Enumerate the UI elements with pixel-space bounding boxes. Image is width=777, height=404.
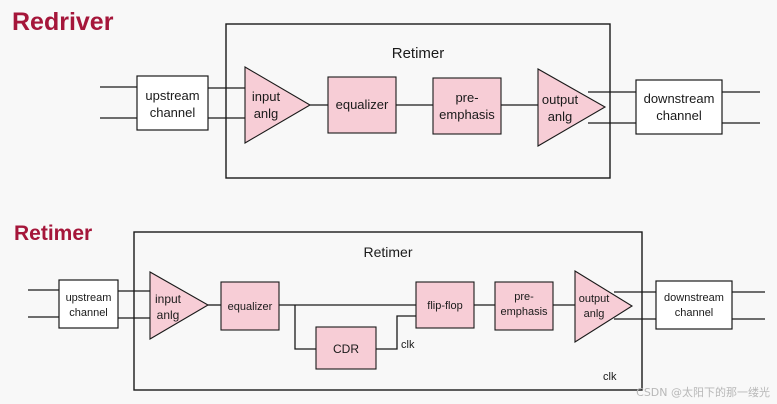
equalizer-block: [327, 76, 397, 134]
input-anlg-amplifier: [244, 66, 312, 144]
retimer-frame: [133, 231, 643, 391]
r-equalizer-block: [220, 281, 280, 331]
downstream-channel-label-line2: channel: [656, 108, 702, 123]
r-equalizer-to-cdr-wire: [294, 305, 316, 350]
upstream-channel-label-line2: channel: [150, 105, 196, 120]
retimer-diagram: Retimer upstream channel input anlg equa…: [28, 231, 765, 391]
r-input-anlg-label-line2: anlg: [157, 308, 180, 322]
input-anlg-label-line1: input: [252, 89, 281, 104]
redriver-section-title: Redriver: [12, 8, 114, 36]
r-downstream-channel-label-line1: downstream: [664, 292, 724, 304]
redriver-frame-title: Retimer: [392, 45, 445, 62]
r-output-anlg-amplifier: [574, 270, 634, 343]
upstream-channel-block: [136, 75, 209, 131]
r-cdr-clk-label: clk: [401, 339, 415, 351]
r-flipflop-block: [415, 281, 475, 329]
r-downstream-channel-block: [655, 280, 733, 330]
preemphasis-label-line2: emphasis: [439, 107, 495, 122]
r-preemphasis-block: [494, 281, 554, 331]
downstream-channel-label-line1: downstream: [644, 91, 715, 106]
r-upstream-channel-label-line2: channel: [69, 307, 108, 319]
output-anlg-label-line1: output: [542, 92, 579, 107]
preemphasis-block: [432, 77, 502, 135]
r-cdr-block: [315, 326, 377, 370]
r-bottom-clk-label: clk: [603, 371, 617, 383]
r-input-anlg-label-line1: input: [155, 292, 182, 306]
r-cdr-clk-wire: [376, 315, 416, 350]
downstream-channel-block: [635, 79, 723, 135]
output-anlg-amplifier: [537, 68, 607, 147]
preemphasis-label-line1: pre-: [455, 90, 478, 105]
redriver-frame: [225, 23, 611, 179]
upstream-channel-label-line1: upstream: [145, 88, 199, 103]
r-preemphasis-label-line2: emphasis: [500, 306, 548, 318]
r-flipflop-label: flip-flop: [427, 300, 462, 312]
r-equalizer-label: equalizer: [228, 301, 273, 313]
r-output-anlg-label-line2: anlg: [584, 308, 605, 320]
r-cdr-label: CDR: [333, 342, 359, 356]
r-preemphasis-label-line1: pre-: [514, 291, 534, 303]
r-upstream-channel-label-line1: upstream: [66, 292, 112, 304]
equalizer-label: equalizer: [336, 97, 389, 112]
redriver-diagram: Retimer upstream channel input anlg equa…: [100, 23, 760, 179]
retimer-frame-title: Retimer: [363, 244, 412, 260]
r-output-anlg-label-line1: output: [579, 293, 610, 305]
r-input-anlg-amplifier: [149, 271, 210, 340]
input-anlg-label-line2: anlg: [254, 106, 279, 121]
r-downstream-channel-label-line2: channel: [675, 307, 714, 319]
output-anlg-label-line2: anlg: [548, 109, 573, 124]
csdn-watermark: CSDN @太阳下的那一缕光: [636, 385, 770, 399]
retimer-section-title: Retimer: [14, 222, 93, 245]
r-upstream-channel-block: [58, 279, 119, 329]
